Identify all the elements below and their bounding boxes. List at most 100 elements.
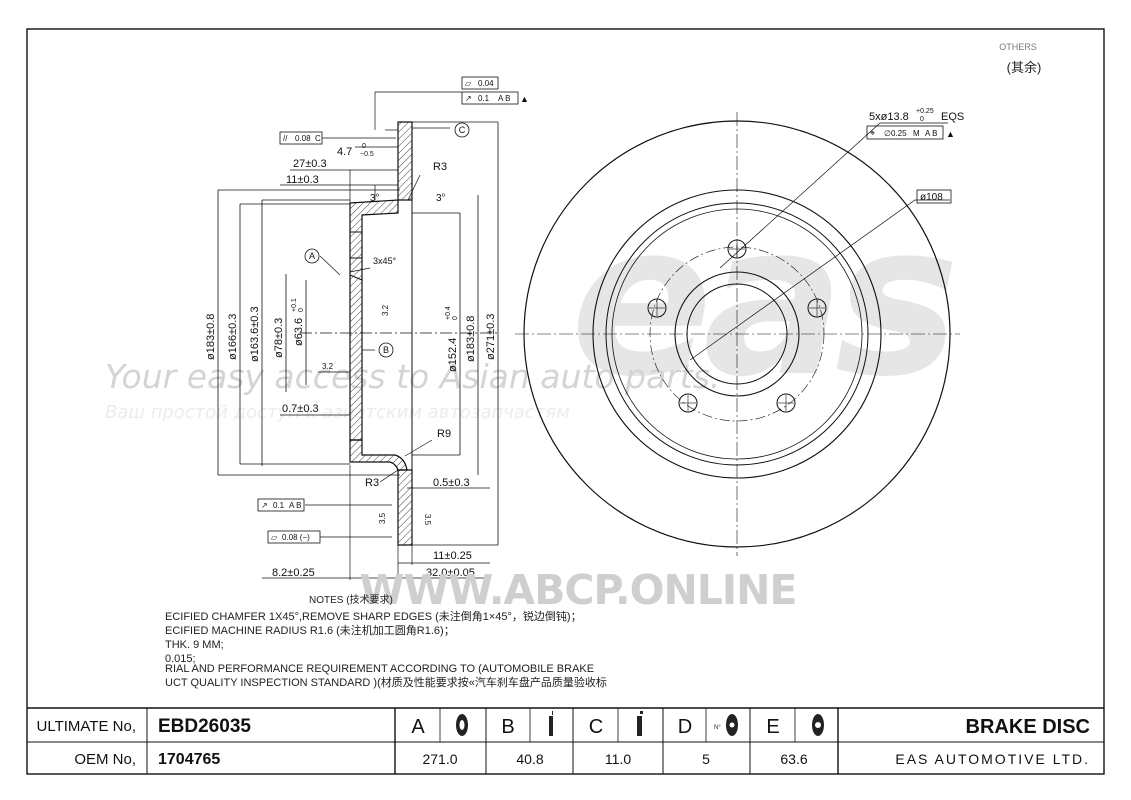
corner-note-others: OTHERS (999, 42, 1037, 52)
oem-label: OEM No, (74, 751, 136, 768)
dimension-labels: 4.7 0 −0.5 27±0.3 11±0.3 R3 3° 3° 3x45° … (205, 143, 497, 579)
dim-roughness-3: 3.5 (378, 512, 387, 524)
bolt-hole-2 (807, 298, 827, 318)
gdt-runout-top-value: 0.1 (478, 94, 490, 103)
dim-roughness-2: 3.2 (322, 362, 334, 371)
disc-thickness-icon (637, 711, 643, 736)
gdt-runout-bottom-value: 0.1 (273, 501, 285, 510)
watermark-tagline-ru: Ваш простой доступ к азиатским автозапча… (105, 402, 570, 423)
parallel-symbol-icon: // (283, 134, 288, 143)
gdt-runout-top-frame (461, 91, 519, 105)
gdt-position-value: ∅0.25 (884, 129, 907, 138)
gdt-position-frame (866, 125, 944, 140)
col-c-value: 11.0 (605, 751, 631, 767)
watermark-tagline: Your easy access to Asian auto parts. (105, 357, 720, 396)
dia-271: ø271±0.3 (485, 314, 497, 360)
gdt-parallel-frame (279, 131, 323, 145)
runout-bottom-symbol-icon: ↗ (261, 501, 268, 510)
disc-diameter-icon (456, 714, 468, 736)
dia-183-right: ø183±0.8 (465, 316, 477, 362)
holes-dim: 5xø13.8 (869, 111, 909, 123)
datum-triangle-icon: ▲ (520, 94, 529, 104)
gdt-flatness-bottom-value: 0.08 (−) (282, 533, 310, 542)
dia-166: ø166±0.3 (227, 314, 239, 360)
pcd-dim: ø108 (920, 192, 943, 203)
notes-line-1: ECIFIED CHAMFER 1X45°,REMOVE SHARP EDGES… (165, 609, 582, 623)
bolt-holes-icon: N° (714, 714, 738, 736)
holes-eqs: EQS (941, 111, 964, 123)
dim-4-7: 4.7 (337, 146, 352, 158)
gdt-flatness-top-value: 0.04 (478, 79, 494, 88)
eas-logo-watermark: eas (570, 178, 962, 423)
dia-152-tol-top: +0.4 (445, 306, 452, 320)
notes-block: NOTES (技术要求) ECIFIED CHAMFER 1X45°,REMOV… (165, 593, 607, 689)
dia-163: ø163.6±0.3 (249, 306, 261, 362)
dim-11: 11±0.3 (286, 174, 319, 186)
side-section-view (217, 91, 500, 580)
datum-triangle-position-icon: ▲ (946, 129, 955, 139)
col-c-letter: C (589, 716, 603, 738)
col-d-letter: D (678, 716, 692, 738)
position-symbol-icon: ⌖ (870, 128, 875, 138)
gdt-flatness-bottom-frame (267, 530, 321, 544)
dim-chamfer: 3x45° (373, 256, 397, 266)
dia-63-tol-bottom: 0 (298, 308, 305, 312)
gdt-flatness-top-frame (461, 76, 499, 90)
notes-title: NOTES (技术要求) (309, 593, 393, 606)
gdt-position-ref: A B (925, 129, 937, 138)
notes-line-4: 0.015; (165, 653, 196, 665)
dia-63: ø63.6 (293, 318, 305, 346)
center-bore-icon (812, 714, 824, 736)
holes-tol-top: +0.25 (916, 108, 934, 115)
eas-logo-text: eas (570, 178, 952, 423)
flatness-symbol-icon: ▱ (465, 79, 472, 88)
ultimate-value: EBD26035 (158, 716, 251, 737)
dim-r9: R9 (437, 428, 451, 440)
dim-r3-top: R3 (433, 161, 447, 173)
gdt-position-mod: M (913, 129, 920, 138)
product-name: BRAKE DISC (966, 716, 1090, 738)
dim-11-025: 11±0.25 (433, 550, 472, 562)
notes-line-6: UCT QUALITY INSPECTION STANDARD )(材质及性能要… (165, 675, 607, 689)
corner-note-chinese: (其余) (1007, 60, 1042, 75)
col-a-letter: A (411, 716, 425, 738)
dim-4-7-tol-bottom: −0.5 (360, 151, 374, 158)
runout-symbol-icon: ↗ (465, 94, 472, 103)
dim-3deg-right: 3° (436, 193, 446, 204)
title-block: ULTIMATE No, EBD26035 OEM No, 1704765 A … (27, 707, 1104, 774)
datum-a: A (309, 251, 315, 261)
dia-183-left: ø183±0.8 (205, 314, 217, 360)
gdt-parallel-ref: C (315, 134, 321, 143)
dim-0-5: 0.5±0.3 (433, 477, 470, 489)
col-a-value: 271.0 (422, 751, 457, 767)
svg-text:N°: N° (714, 725, 721, 731)
col-b-value: 40.8 (516, 751, 543, 767)
notes-line-5: RIAL AND PERFORMANCE REQUIREMENT ACCORDI… (165, 663, 594, 675)
ultimate-label: ULTIMATE No, (37, 718, 136, 735)
sheet-frame (26, 28, 1105, 775)
dim-3deg-left: 3° (370, 193, 380, 204)
dia-78: ø78±0.3 (273, 318, 285, 358)
dim-r3-bottom: R3 (365, 477, 379, 489)
notes-line-2: ECIFIED MACHINE RADIUS R1.6 (未注机加工圆角R1.6… (165, 623, 455, 637)
col-b-letter: B (501, 716, 514, 738)
gdt-parallel-value: 0.08 (295, 134, 311, 143)
bolt-hole-4 (678, 393, 698, 413)
col-d-value: 5 (702, 751, 710, 767)
datum-labels: C A B (304, 122, 470, 358)
disc-height-icon (549, 711, 553, 736)
flatness-bottom-symbol-icon: ▱ (271, 533, 278, 542)
company-name: EAS AUTOMOTIVE LTD. (895, 751, 1090, 767)
notes-line-3: THK. 9 MM; (165, 639, 224, 651)
dia-63-tol-top: +0.1 (291, 298, 298, 312)
dia-152: ø152.4 (447, 338, 459, 372)
gdt-runout-bottom-ref: A B (289, 501, 301, 510)
dim-8-2: 8.2±0.25 (272, 567, 315, 579)
datum-b: B (383, 345, 389, 355)
dim-27: 27±0.3 (293, 158, 327, 170)
col-e-value: 63.6 (780, 751, 807, 767)
dim-roughness-4: 3.5 (423, 514, 432, 526)
gdt-runout-bottom-frame (257, 498, 305, 512)
gdt-frames: ▱ 0.04 ↗ 0.1 A B ▲ // 0.08 C ↗ 0.1 A B ▱… (257, 76, 955, 544)
